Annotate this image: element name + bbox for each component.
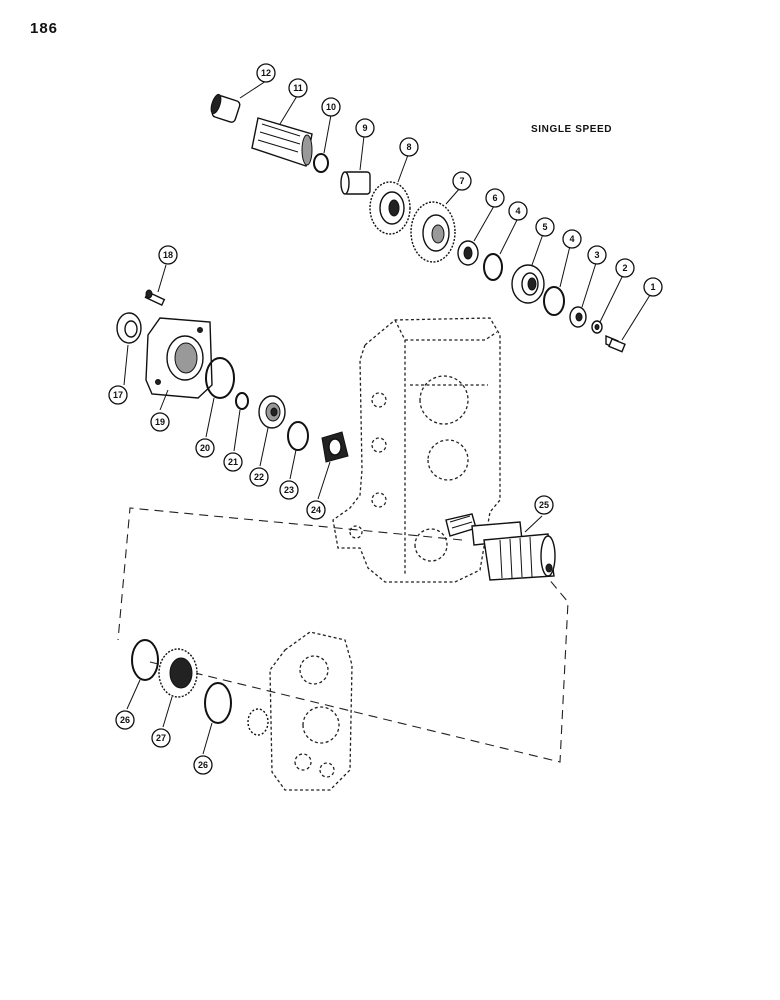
callout-label-21: 21 xyxy=(228,457,238,467)
callout-4a: 4 xyxy=(508,201,528,221)
callout-label-9: 9 xyxy=(362,123,367,133)
callout-label-7: 7 xyxy=(459,176,464,186)
page-number: 186 xyxy=(30,20,59,37)
callout-label-3: 3 xyxy=(594,250,599,260)
callout-18: 18 xyxy=(158,245,178,265)
needle-bearing-12 xyxy=(210,93,241,123)
callout-label-20: 20 xyxy=(200,443,210,453)
callout-label-17: 17 xyxy=(113,390,123,400)
callout-label-23: 23 xyxy=(284,485,294,495)
callout-6: 6 xyxy=(485,188,505,208)
snap-ring-10 xyxy=(313,153,329,173)
snap-ring-4a xyxy=(483,253,503,281)
callout-label-4a: 4 xyxy=(515,206,520,216)
snap-ring-4b xyxy=(543,286,565,316)
bushing-9 xyxy=(340,171,371,195)
bearing-5 xyxy=(511,264,545,304)
callout-7: 7 xyxy=(452,171,472,191)
callout-label-8: 8 xyxy=(406,142,411,152)
gear-27 xyxy=(158,648,198,698)
bearing-22 xyxy=(258,395,286,429)
bolt-1 xyxy=(605,334,626,353)
callout-4b: 4 xyxy=(562,229,582,249)
callout-label-22: 22 xyxy=(254,472,264,482)
callout-27: 27 xyxy=(151,728,171,748)
bearing-6 xyxy=(457,240,479,266)
callout-23: 23 xyxy=(279,480,299,500)
washer-3 xyxy=(569,306,587,328)
needle-bearing-24 xyxy=(321,431,349,463)
callout-label-25: 25 xyxy=(539,500,549,510)
callout-21: 21 xyxy=(223,452,243,472)
oil-seal-17 xyxy=(116,312,142,344)
callout-2: 2 xyxy=(615,258,635,278)
callout-label-24: 24 xyxy=(311,505,321,515)
callout-label-1: 1 xyxy=(650,282,655,292)
callout-label-19: 19 xyxy=(155,417,165,427)
callout-8: 8 xyxy=(399,137,419,157)
lower-cover-outline xyxy=(269,631,353,791)
callout-label-2: 2 xyxy=(622,263,627,273)
callout-label-6: 6 xyxy=(492,193,497,203)
callout-3: 3 xyxy=(587,245,607,265)
bearing-retainer-19 xyxy=(145,317,213,399)
callout-22: 22 xyxy=(249,467,269,487)
callout-label-26b: 26 xyxy=(198,760,208,770)
o-ring-20 xyxy=(205,357,235,399)
diagram-title: SINGLE SPEED xyxy=(531,124,613,135)
callout-label-26a: 26 xyxy=(120,715,130,725)
snap-ring-26b xyxy=(204,682,232,724)
screw-18 xyxy=(144,289,166,306)
gear-8 xyxy=(369,181,411,235)
assembly-dashed-line xyxy=(117,507,569,763)
callout-10: 10 xyxy=(321,97,341,117)
housing-outline xyxy=(332,317,501,583)
callout-label-5: 5 xyxy=(542,222,547,232)
callout-17: 17 xyxy=(108,385,128,405)
callout-25: 25 xyxy=(534,495,554,515)
callout-label-4b: 4 xyxy=(569,234,574,244)
callout-label-18: 18 xyxy=(163,250,173,260)
snap-ring-26a xyxy=(131,639,159,681)
callout-19: 19 xyxy=(150,412,170,432)
callout-1: 1 xyxy=(643,277,663,297)
callout-20: 20 xyxy=(195,438,215,458)
callout-label-11: 11 xyxy=(293,83,303,93)
callout-11: 11 xyxy=(288,78,308,98)
callout-26a: 26 xyxy=(115,710,135,730)
leader-lines xyxy=(123,80,651,755)
shaft-11 xyxy=(251,117,313,167)
callout-5: 5 xyxy=(535,217,555,237)
gear-7 xyxy=(410,201,456,263)
callout-9: 9 xyxy=(355,118,375,138)
callout-12: 12 xyxy=(256,63,276,83)
snap-ring-21 xyxy=(235,392,249,410)
callout-26b: 26 xyxy=(193,755,213,775)
callout-label-27: 27 xyxy=(156,733,166,743)
callout-label-12: 12 xyxy=(261,68,271,78)
callout-label-10: 10 xyxy=(326,102,336,112)
callout-24: 24 xyxy=(306,500,326,520)
washer-2 xyxy=(591,320,603,334)
bushing-lower xyxy=(247,708,269,736)
snap-ring-23 xyxy=(287,421,309,451)
output-shaft-25 xyxy=(445,513,556,581)
